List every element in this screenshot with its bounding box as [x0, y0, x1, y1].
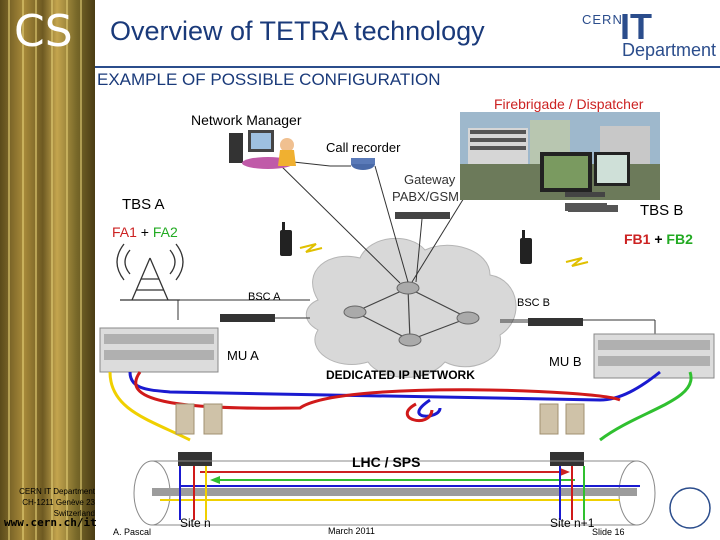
footer-address-line: CH-1211 Genève 23 — [22, 498, 95, 507]
fa-plus: + — [140, 224, 149, 240]
site-n1-box — [550, 452, 584, 466]
footer-address: CERN IT Department CH-1211 Genève 23 Swi… — [0, 486, 95, 519]
gateway-label: Gateway — [404, 172, 456, 187]
site-n-box — [178, 452, 212, 466]
lightning-a — [299, 243, 323, 253]
network-manager-label: Network Manager — [191, 112, 302, 128]
footer-address-line: CERN IT Department — [19, 487, 95, 496]
left-decorative-strip — [0, 0, 95, 540]
fa-frequencies: FA1 + FA2 — [112, 224, 178, 240]
fa2-label: FA2 — [152, 224, 178, 240]
site-n1-label: Site n+1 — [550, 516, 595, 530]
footer-date: March 2011 — [328, 526, 375, 536]
call-recorder-label: Call recorder — [326, 140, 401, 155]
cern-emblem-icon — [669, 487, 711, 529]
network-manager-pc — [229, 133, 243, 163]
bsc-b-device — [528, 318, 583, 326]
fb-plus: + — [654, 231, 663, 247]
footer-slide-number: Slide 16 — [592, 527, 625, 537]
cs-logo: CS — [14, 6, 73, 57]
dedicated-ip-network-label: DEDICATED IP NETWORK — [326, 368, 475, 382]
tbs-a-label: TBS A — [122, 196, 165, 213]
mu-b-rack — [593, 333, 715, 379]
footer-address-line: Switzerland — [53, 509, 95, 518]
firebrigade-label: Firebrigade / Dispatcher — [494, 96, 644, 112]
gateway-device — [395, 212, 450, 219]
header-divider — [95, 66, 720, 68]
site-n-label: Site n — [180, 516, 211, 530]
footer-author: A. Pascal — [113, 527, 152, 537]
router-icons — [343, 281, 480, 347]
department-logo-text: Department — [622, 40, 717, 60]
title-bar — [95, 0, 720, 68]
tbs-b-device — [568, 205, 618, 212]
bsc-a-label: BSC A — [248, 291, 281, 303]
tbs-a-antenna — [116, 243, 184, 301]
green-cable — [599, 371, 693, 442]
bsc-b-label: BSC B — [517, 297, 551, 309]
site-n1-radio-units — [539, 403, 585, 435]
footer-web-link[interactable]: www.cern.ch/it — [4, 516, 97, 529]
fb2-label: FB2 — [666, 231, 693, 247]
tbs-b-label: TBS B — [640, 202, 684, 219]
red-cable — [134, 371, 621, 410]
radio-handset-a — [280, 222, 292, 256]
mu-a-label: MU A — [227, 348, 259, 363]
operator-person-icon — [280, 138, 294, 152]
gateway-pabx-label: PABX/GSM — [392, 189, 459, 204]
fa1-label: FA1 — [112, 224, 137, 240]
ip-network-cloud — [305, 237, 517, 378]
cern-logo-text: CERN — [582, 12, 623, 27]
mu-b-label: MU B — [549, 354, 582, 369]
bsc-a-device — [220, 314, 275, 322]
radio-handset-b — [520, 230, 532, 264]
fb1-label: FB1 — [624, 231, 651, 247]
it-logo-text: IT — [620, 6, 652, 47]
page-title: Overview of TETRA technology — [110, 16, 485, 46]
lhc-tunnel — [133, 460, 656, 526]
fb-frequencies: FB1 + FB2 — [624, 231, 693, 247]
slide-subtitle: EXAMPLE OF POSSIBLE CONFIGURATION — [97, 70, 441, 89]
lightning-b — [565, 257, 589, 267]
cern-it-logo: CERN IT Department — [580, 6, 716, 60]
mu-a-rack — [99, 327, 219, 373]
site-n-radio-units — [175, 403, 223, 435]
lhc-sps-label: LHC / SPS — [352, 454, 421, 470]
